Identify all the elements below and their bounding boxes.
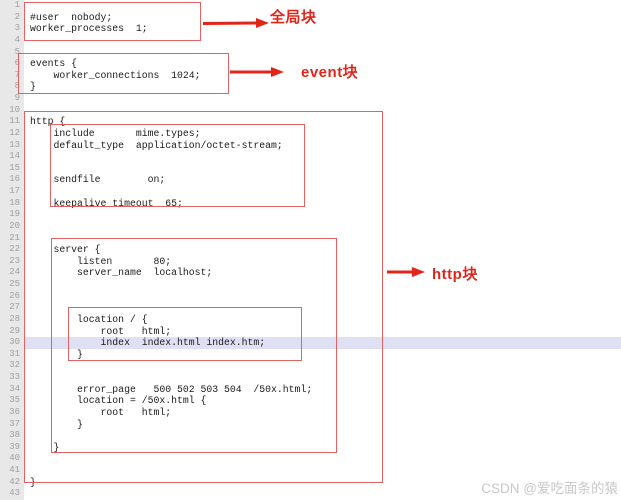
code-line[interactable]: worker_connections 1024; bbox=[30, 69, 201, 81]
line-number: 14 bbox=[9, 151, 20, 162]
csdn-watermark: CSDN @爱吃面条的猿 bbox=[481, 481, 618, 496]
line-number: 34 bbox=[9, 383, 20, 394]
line-number: 38 bbox=[9, 430, 20, 441]
code-line[interactable] bbox=[24, 93, 621, 105]
line-number: 18 bbox=[9, 197, 20, 208]
code-line[interactable]: } bbox=[30, 418, 83, 430]
line-number: 24 bbox=[9, 267, 20, 278]
line-number: 22 bbox=[9, 244, 20, 255]
line-number: 30 bbox=[9, 337, 20, 348]
line-number: 33 bbox=[9, 372, 20, 382]
code-line[interactable]: http { bbox=[30, 116, 66, 128]
line-number: 43 bbox=[9, 488, 20, 499]
line-number: 27 bbox=[9, 302, 20, 313]
code-line[interactable]: default_type application/octet-stream; bbox=[30, 139, 283, 151]
code-line[interactable]: events { bbox=[30, 58, 78, 70]
events-arrow-icon bbox=[230, 67, 284, 77]
code-line[interactable]: sendfile on; bbox=[30, 174, 166, 186]
global-block-label: 全局块 bbox=[270, 9, 317, 26]
line-number: 17 bbox=[9, 186, 20, 196]
line-number: 40 bbox=[9, 453, 20, 464]
line-number: 28 bbox=[9, 313, 20, 324]
code-line[interactable]: index index.html index.htm; bbox=[30, 337, 266, 349]
code-line[interactable]: include mime.types; bbox=[30, 127, 201, 139]
line-number: 20 bbox=[9, 220, 20, 231]
line-number: 31 bbox=[9, 348, 20, 359]
line-number: 39 bbox=[9, 441, 20, 452]
http-settings-box bbox=[50, 124, 305, 207]
http-block-label: http块 bbox=[432, 266, 478, 283]
line-number: 12 bbox=[9, 127, 20, 138]
code-line[interactable]: location = /50x.html { bbox=[30, 395, 207, 407]
line-number: 11 bbox=[9, 116, 20, 127]
events-block-box bbox=[18, 53, 229, 94]
line-number: 6 bbox=[14, 58, 20, 69]
code-line[interactable]: } bbox=[30, 81, 36, 93]
current-line-highlight bbox=[24, 337, 621, 349]
code-line[interactable]: server_name localhost; bbox=[30, 267, 213, 279]
line-number: 19 bbox=[9, 209, 20, 220]
line-number: 41 bbox=[9, 465, 20, 475]
events-block-label: event块 bbox=[301, 64, 359, 81]
line-number: 25 bbox=[9, 279, 20, 289]
line-number: 2 bbox=[14, 11, 20, 22]
code-line[interactable]: } bbox=[30, 441, 60, 453]
line-number: 29 bbox=[9, 325, 20, 336]
line-number: 4 bbox=[14, 34, 20, 45]
code-area[interactable]: #user nobody;worker_processes 1; events {… bbox=[24, 0, 621, 500]
global-block-box bbox=[24, 2, 201, 41]
code-line[interactable]: } bbox=[30, 348, 83, 360]
line-number: 13 bbox=[9, 139, 20, 150]
line-number: 32 bbox=[9, 360, 20, 371]
line-number: 10 bbox=[9, 104, 20, 115]
line-number: 16 bbox=[9, 174, 20, 185]
line-number: 1 bbox=[14, 0, 20, 10]
line-number: 23 bbox=[9, 255, 20, 266]
code-line[interactable]: root html; bbox=[30, 325, 172, 337]
http-arrow-icon bbox=[387, 267, 425, 277]
code-line[interactable]: error_page 500 502 503 504 /50x.html; bbox=[30, 383, 313, 395]
line-number: 8 bbox=[14, 81, 20, 92]
code-line[interactable]: listen 80; bbox=[30, 255, 172, 267]
code-line[interactable]: server { bbox=[30, 244, 101, 256]
line-number: 9 bbox=[14, 93, 20, 103]
line-number: 42 bbox=[9, 476, 20, 487]
server-block-box bbox=[51, 238, 337, 453]
code-line[interactable]: #user nobody; bbox=[30, 11, 113, 23]
code-line[interactable]: worker_processes 1; bbox=[30, 23, 148, 35]
line-number: 5 bbox=[14, 46, 20, 57]
line-number: 36 bbox=[9, 406, 20, 417]
line-number: 3 bbox=[14, 23, 20, 34]
global-arrow-icon bbox=[202, 18, 269, 28]
line-number: 37 bbox=[9, 418, 20, 429]
location-block-box bbox=[68, 307, 302, 361]
line-number: 7 bbox=[14, 69, 20, 80]
line-number: 21 bbox=[9, 232, 20, 243]
line-number: 35 bbox=[9, 395, 20, 406]
code-line[interactable]: location / { bbox=[30, 313, 148, 325]
code-line[interactable]: root html; bbox=[30, 406, 172, 418]
code-line[interactable]: keepalive_timeout 65; bbox=[30, 197, 183, 209]
line-number: 15 bbox=[9, 162, 20, 173]
line-number: 26 bbox=[9, 290, 20, 301]
http-block-box bbox=[24, 111, 383, 483]
